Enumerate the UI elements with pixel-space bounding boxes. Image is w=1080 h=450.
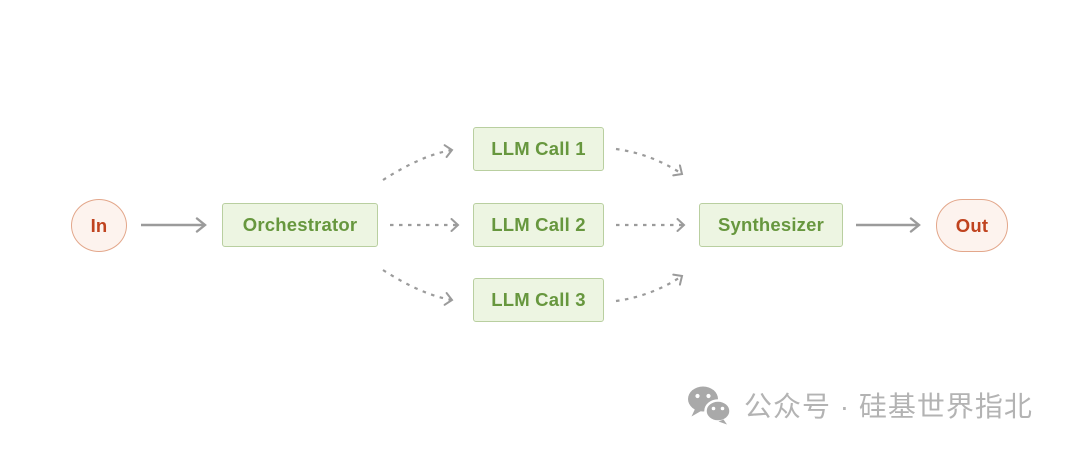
watermark: 公众号 · 硅基世界指北	[686, 382, 1033, 428]
edge-llm1-synthesizer	[615, 147, 684, 177]
node-llm-call-1: LLM Call 1	[473, 127, 604, 171]
node-llm-call-2: LLM Call 2	[473, 203, 604, 247]
edge-llm3-synthesizer	[615, 273, 684, 303]
node-llm-call-1-label: LLM Call 1	[491, 138, 586, 159]
node-llm-call-3: LLM Call 3	[473, 278, 604, 322]
edge-orchestrator-llm3	[382, 269, 454, 306]
node-orchestrator-label: Orchestrator	[242, 214, 358, 235]
watermark-text: 公众号 · 硅基世界指北	[744, 391, 1033, 422]
node-synthesizer-label: Synthesizer	[717, 214, 825, 235]
node-out: Out	[936, 199, 1008, 252]
node-out-label: Out	[955, 214, 989, 236]
node-in: In	[71, 199, 127, 252]
node-llm-call-2-label: LLM Call 2	[491, 214, 586, 235]
node-in-label: In	[90, 214, 108, 236]
node-synthesizer: Synthesizer	[699, 203, 843, 247]
node-llm-call-3-label: LLM Call 3	[491, 289, 586, 310]
edge-orchestrator-llm1	[382, 144, 454, 181]
node-orchestrator: Orchestrator	[222, 203, 378, 247]
wechat-icon	[688, 386, 732, 425]
